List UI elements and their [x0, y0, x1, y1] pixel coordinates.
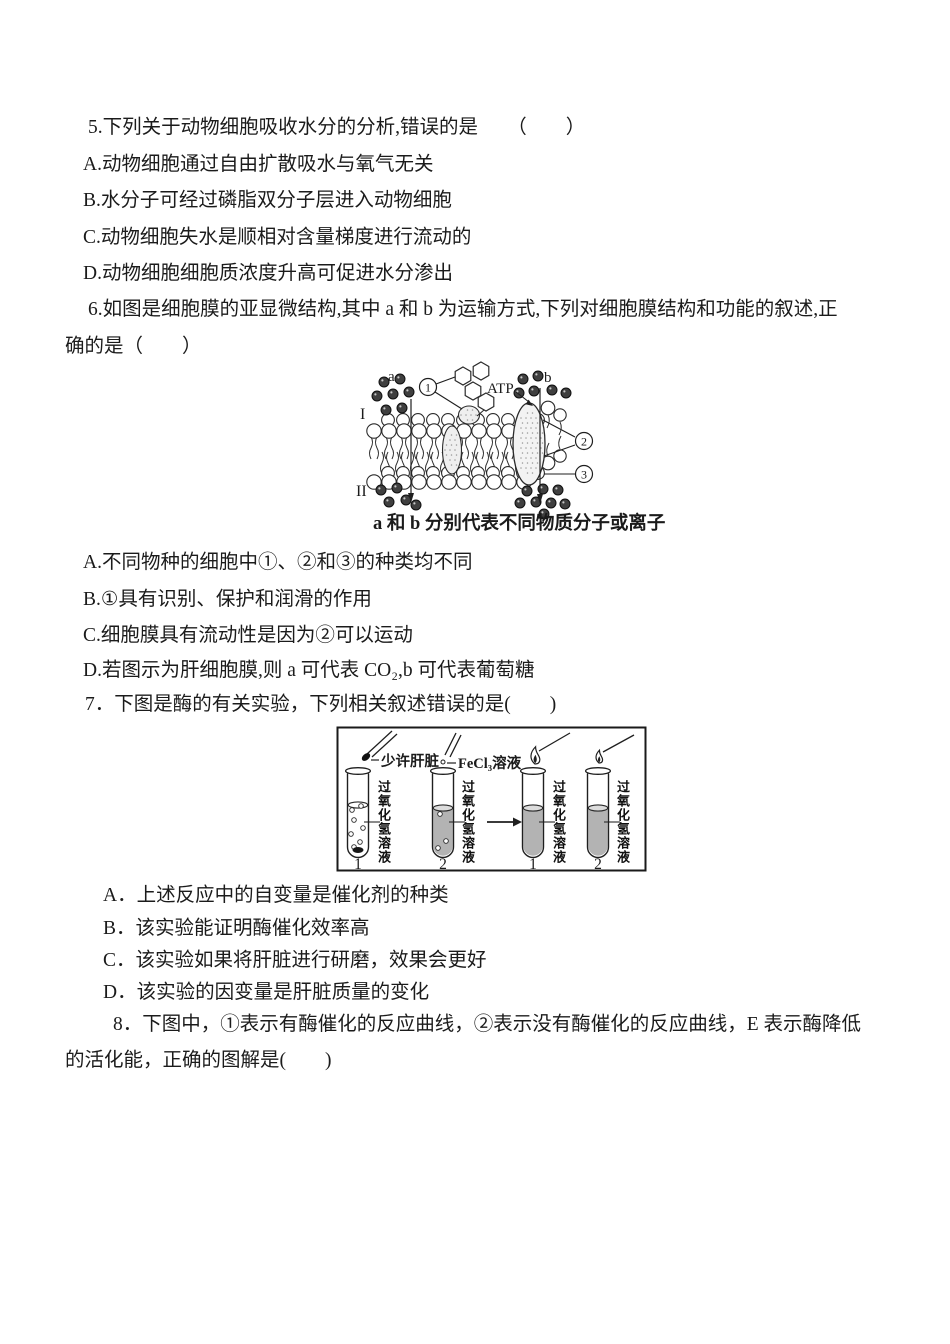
label-a: a — [388, 369, 395, 385]
peroxide-solution-label: 过氧化氢溶液 — [551, 780, 566, 864]
q6-stem-line1: 6.如图是细胞膜的亚显微结构,其中 a 和 b 为运输方式,下列对细胞膜结构和功… — [88, 299, 838, 320]
q5-stem: 5.下列关于动物细胞吸收水分的分析,错误的是 （ ） — [88, 117, 586, 138]
test-tube-1-after — [519, 767, 555, 859]
atp-pointer-arrow — [515, 391, 533, 406]
q7-option-d: D．该实验的因变量是肝脏质量的变化 — [103, 982, 430, 1003]
q5-option-c: C.动物细胞失水是顺相对含量梯度进行流动的 — [83, 227, 472, 248]
enzyme-experiment-figure: 少许肝脏 FeCl₃溶液 1 2 1 2 — [336, 726, 647, 873]
callout-2-phospholipid: 2 — [542, 419, 594, 457]
glowing-splint-icon — [595, 734, 635, 764]
peroxide-solution-label: 过氧化氢溶液 — [615, 780, 630, 864]
liver-spatula-icon — [361, 730, 398, 761]
transport-b-arrow — [537, 388, 543, 504]
callout-1-number: 1 — [425, 381, 431, 395]
fecl3-dropper-icon — [440, 732, 462, 765]
q8-stem-line2: 的活化能，正确的图解是( ) — [65, 1050, 332, 1071]
tube1-addition-label: 少许肝脏 — [380, 752, 439, 770]
q5-option-d: D.动物细胞细胞质浓度升高可促进水分渗出 — [83, 263, 453, 284]
callout-1-glycoprotein: 1 — [418, 376, 463, 410]
q6-option-d: D.若图示为肝细胞膜,则 a 可代表 CO₂,b 可代表葡萄糖 — [83, 660, 535, 681]
callout-3-protein: 3 — [544, 464, 594, 484]
q7-option-c: C．该实验如果将肝脏进行研磨，效果会更好 — [103, 950, 487, 971]
q6-stem-line2: 确的是（ ） — [65, 336, 202, 357]
callout-3-number: 3 — [581, 468, 587, 482]
q6-option-a: A.不同物种的细胞中①、②和③的种类均不同 — [83, 552, 473, 573]
q5-option-b: B.水分子可经过磷脂双分子层进入动物细胞 — [83, 190, 452, 211]
tube2-addition-label: FeCl₃溶液 — [458, 754, 522, 772]
tube-number-2: 2 — [439, 856, 447, 873]
test-tube-2-after — [584, 767, 620, 859]
molecule-dots-a-b — [371, 370, 572, 520]
transport-a-arrow — [408, 399, 414, 503]
burning-splint-icon — [530, 732, 571, 765]
q6-option-b: B.①具有识别、保护和润滑的作用 — [83, 589, 372, 610]
membrane-figure-caption: a 和 b 分别代表不同物质分子或离子 — [373, 514, 666, 534]
figure-border — [336, 726, 647, 872]
label-b: b — [544, 370, 552, 386]
q6-option-c: C.细胞膜具有流动性是因为②可以运动 — [83, 625, 413, 646]
tube-number-3: 1 — [529, 856, 537, 873]
glycoprotein-carbohydrate-chain — [454, 361, 495, 417]
test-tube-1-liver — [344, 767, 380, 859]
membrane-figure: a b ATP I II 1 2 3 — [356, 361, 594, 520]
test-tube-2-fecl3 — [429, 767, 465, 859]
label-atp: ATP — [487, 381, 514, 397]
callout-2-number: 2 — [581, 435, 587, 449]
q7-option-a: A．上述反应中的自变量是催化剂的种类 — [103, 885, 449, 906]
tube-number-1: 1 — [354, 856, 362, 873]
tube-number-4: 2 — [594, 856, 602, 873]
q7-option-b: B．该实验能证明酶催化效率高 — [103, 918, 370, 939]
process-arrow — [487, 817, 522, 827]
q5-option-a: A.动物细胞通过自由扩散吸水与氧气无关 — [83, 154, 434, 175]
q7-stem: 7．下图是酶的有关实验，下列相关叙述错误的是( ) — [85, 694, 557, 715]
label-side-II: II — [356, 483, 367, 500]
label-side-I: I — [360, 406, 365, 423]
q8-stem-line1: 8．下图中，①表示有酶催化的反应曲线，②表示没有酶催化的反应曲线，E 表示酶降低 — [113, 1014, 862, 1035]
flame-icon — [530, 745, 541, 765]
flame-icon — [595, 748, 604, 764]
peroxide-solution-label: 过氧化氢溶液 — [376, 780, 391, 864]
peroxide-solution-label: 过氧化氢溶液 — [460, 780, 475, 864]
